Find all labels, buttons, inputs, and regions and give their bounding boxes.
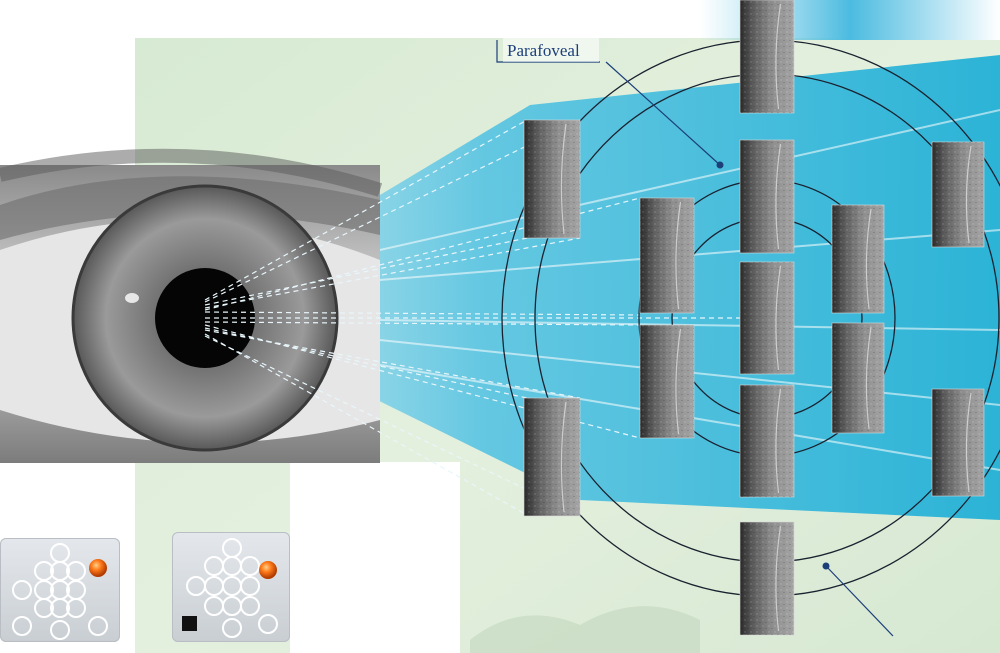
target-pattern-2 (182, 538, 278, 638)
retina-tile (739, 521, 795, 636)
black-square (182, 616, 197, 631)
parafoveal-label: Parafoveal (507, 41, 580, 60)
retina-tile (931, 388, 985, 497)
retina-tiles (523, 0, 985, 636)
lower-marker-dot (822, 562, 830, 570)
background-white-gap (290, 462, 460, 653)
retina-tile (831, 322, 885, 434)
parafoveal-marker-dot (716, 161, 724, 169)
retina-tile (739, 0, 795, 114)
fixation-target-panel-1 (0, 538, 120, 642)
retina-tile (931, 141, 985, 248)
retina-tile (831, 204, 885, 314)
light-beam (205, 55, 1000, 520)
retina-tile (523, 397, 581, 517)
lower-callout (822, 562, 894, 637)
retina-tile (739, 139, 795, 254)
parafoveal-callout: Parafoveal (496, 38, 724, 169)
dashed-rays (204, 119, 740, 516)
retina-tile (639, 197, 695, 314)
retina-tile (739, 261, 795, 375)
fixation-target-panel-2 (172, 532, 290, 642)
retina-tile (739, 384, 795, 498)
orange-fixation-light-2 (259, 561, 277, 579)
background-foliage (470, 606, 700, 653)
retina-tile (639, 324, 695, 439)
orange-fixation-light-1 (89, 559, 107, 577)
retina-tile (523, 119, 581, 239)
eye-photo (0, 148, 383, 463)
target-pattern-1 (12, 543, 108, 640)
